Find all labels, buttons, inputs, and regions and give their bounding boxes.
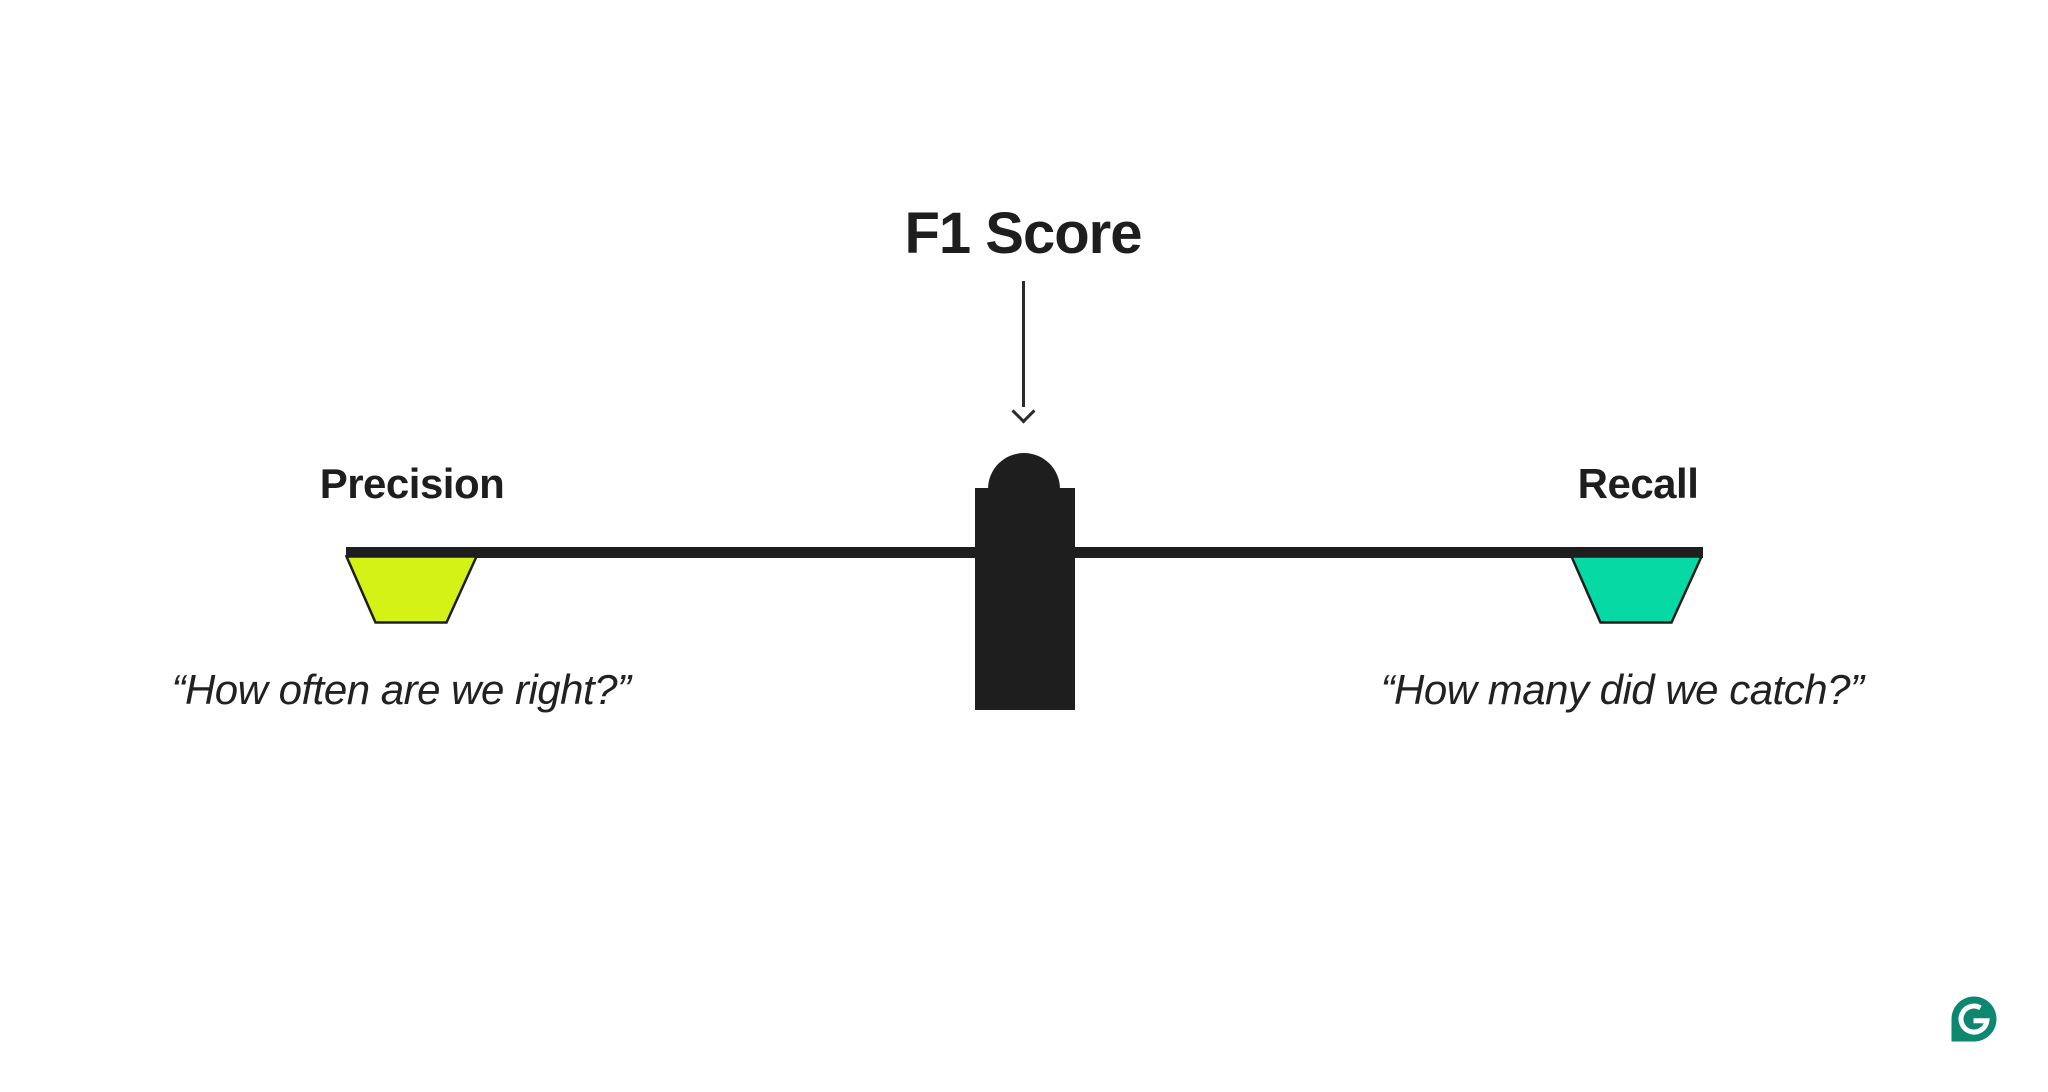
recall-weight-trapezoid: [1570, 555, 1703, 624]
fulcrum-pillar: [975, 488, 1075, 710]
diagram-title: F1 Score: [904, 201, 1143, 266]
grammarly-logo-icon: [1951, 996, 1997, 1042]
down-arrow-line: [1022, 281, 1025, 407]
fulcrum-dome: [988, 453, 1060, 490]
precision-weight-trapezoid: [345, 555, 478, 624]
balance-beam: [346, 547, 1703, 558]
precision-label: Precision: [319, 460, 505, 507]
recall-label: Recall: [1577, 460, 1699, 507]
recall-quote: “How many did we catch?”: [1380, 666, 1864, 713]
precision-quote: “How often are we right?”: [171, 666, 631, 713]
down-arrow-icon: [1011, 399, 1036, 424]
